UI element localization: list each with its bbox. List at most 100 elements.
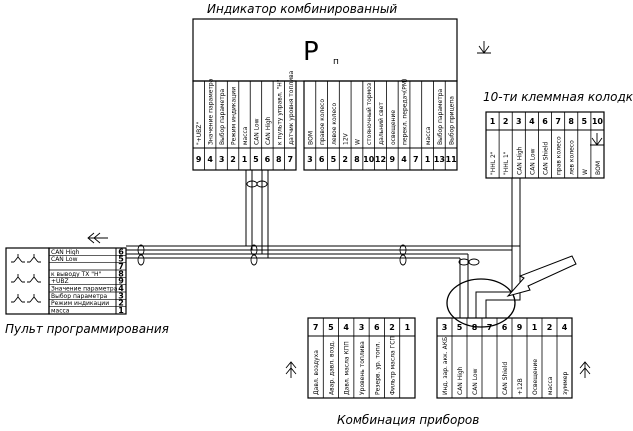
pin-label: Режим индикации bbox=[231, 87, 238, 145]
pin-label: Давл. масла КПП bbox=[344, 341, 351, 395]
twisted-pair-icon bbox=[399, 244, 407, 266]
pin-label: W bbox=[582, 169, 589, 175]
pin-label: датчик уровня топлива bbox=[288, 70, 295, 145]
pin-label: "HHL 1" bbox=[503, 151, 510, 175]
pin-number: 6 bbox=[502, 323, 508, 332]
pin-label: +12В bbox=[517, 378, 524, 395]
pin-number: 6 bbox=[374, 323, 380, 332]
switch-icon bbox=[11, 294, 25, 303]
switch-icon bbox=[11, 254, 25, 263]
pin-label: Авар. давл. возд. bbox=[328, 341, 335, 395]
pin-number: 5 bbox=[457, 323, 463, 332]
pin-label: CAN High bbox=[265, 116, 272, 145]
pin-number: 5 bbox=[328, 323, 334, 332]
remote-switch-icons bbox=[11, 254, 41, 303]
pin-label: CAN High bbox=[457, 366, 464, 395]
pin-label: CAN Low bbox=[253, 118, 260, 145]
pin-number: 7 bbox=[413, 155, 419, 164]
pin-number: 5 bbox=[118, 255, 124, 264]
pin-number: 2 bbox=[342, 155, 348, 164]
ground-icon bbox=[590, 133, 604, 146]
pin-label: Резерв. ур. топл. bbox=[374, 342, 381, 395]
pin-label: 12V bbox=[343, 132, 350, 145]
pin-number: 6 bbox=[319, 155, 325, 164]
pin-number: 8 bbox=[568, 117, 574, 126]
pin-label: CAN Low bbox=[529, 148, 536, 175]
pin-number: 1 bbox=[425, 155, 431, 164]
pin-label: к выводу TX "Н" bbox=[51, 271, 102, 278]
pin-label: прав колесо bbox=[556, 136, 563, 175]
pin-label: Режим индикации bbox=[51, 300, 109, 307]
wire-bundle bbox=[126, 170, 521, 318]
pin-label: +UBZ bbox=[51, 278, 69, 285]
pin-number: 12 bbox=[375, 155, 386, 164]
pin-label: Уровень топлива bbox=[359, 341, 366, 395]
switch-icon bbox=[11, 274, 25, 283]
pin-label: "HHL 2" bbox=[490, 151, 497, 175]
twisted-pair-icon bbox=[458, 258, 480, 266]
arrow-up-icon bbox=[285, 361, 297, 378]
ground-icon bbox=[477, 41, 491, 54]
wire bbox=[485, 246, 521, 318]
pin-number: 4 bbox=[118, 284, 124, 293]
pin-number: 10 bbox=[592, 117, 604, 126]
switch-icon bbox=[27, 274, 41, 283]
pin-number: 5 bbox=[253, 155, 259, 164]
pointer-arrow-icon bbox=[506, 255, 577, 297]
remote-connector bbox=[48, 247, 127, 315]
pin-label: к пульту управл. "Н" bbox=[276, 79, 283, 145]
cluster-title: Комбинация приборов bbox=[337, 413, 479, 427]
pin-label: перекл. передач(РМ) bbox=[402, 79, 409, 145]
switch-icon bbox=[27, 294, 41, 303]
pin-number: 1 bbox=[118, 306, 124, 315]
pin-number: 1 bbox=[532, 323, 538, 332]
pin-label: Значение параметра bbox=[51, 286, 118, 293]
remote-title: Пульт программирования bbox=[5, 322, 169, 336]
indicator-right-connector bbox=[303, 80, 458, 171]
pin-number: 13 bbox=[434, 155, 445, 164]
pin-label: Значение параметра bbox=[208, 78, 215, 145]
arrow-left-icon bbox=[87, 232, 108, 244]
pin-label: CAN High bbox=[51, 249, 80, 256]
pin-number: 3 bbox=[359, 323, 365, 332]
indicator-symbol-sub: п bbox=[333, 57, 339, 67]
pin-label: Инд. зар. акк. АКБ bbox=[442, 337, 449, 395]
pin-number: 9 bbox=[118, 277, 124, 286]
pin-label: ВОМ bbox=[595, 161, 602, 175]
pin-number: 2 bbox=[547, 323, 553, 332]
pin-label: масса bbox=[547, 376, 554, 395]
pin-label: Выбор параметра bbox=[437, 88, 444, 145]
pin-number: 7 bbox=[487, 323, 493, 332]
pin-label: Давл. воздуха bbox=[313, 350, 320, 395]
pin-label: CAN Shield bbox=[543, 142, 550, 175]
wire bbox=[475, 250, 513, 318]
twisted-pair-markers bbox=[137, 180, 480, 266]
pin-label: освещение bbox=[390, 110, 397, 145]
pin-number: 3 bbox=[307, 155, 313, 164]
pin-label: лев колесо bbox=[569, 140, 576, 175]
pin-number: 3 bbox=[118, 291, 124, 300]
pin-number: 2 bbox=[389, 323, 395, 332]
pin-number: 9 bbox=[517, 323, 523, 332]
twisted-pair-icon bbox=[246, 180, 268, 188]
pin-number: 7 bbox=[313, 323, 319, 332]
pin-number: 5 bbox=[582, 117, 588, 126]
pin-label: W bbox=[354, 139, 361, 145]
pin-number: 9 bbox=[196, 155, 202, 164]
indicator-left-connector bbox=[192, 80, 297, 171]
cluster-right-connector bbox=[436, 317, 573, 399]
pin-label: "+UBZ" bbox=[196, 122, 203, 145]
pin-number: 2 bbox=[503, 117, 509, 126]
pin-number: 1 bbox=[242, 155, 248, 164]
arrow-up-icon bbox=[579, 361, 591, 378]
pin-label: Освещение bbox=[532, 359, 539, 395]
pin-number: 3 bbox=[219, 155, 225, 164]
indicator-symbol: P bbox=[303, 37, 319, 67]
pin-label: CAN Shield bbox=[502, 362, 509, 395]
